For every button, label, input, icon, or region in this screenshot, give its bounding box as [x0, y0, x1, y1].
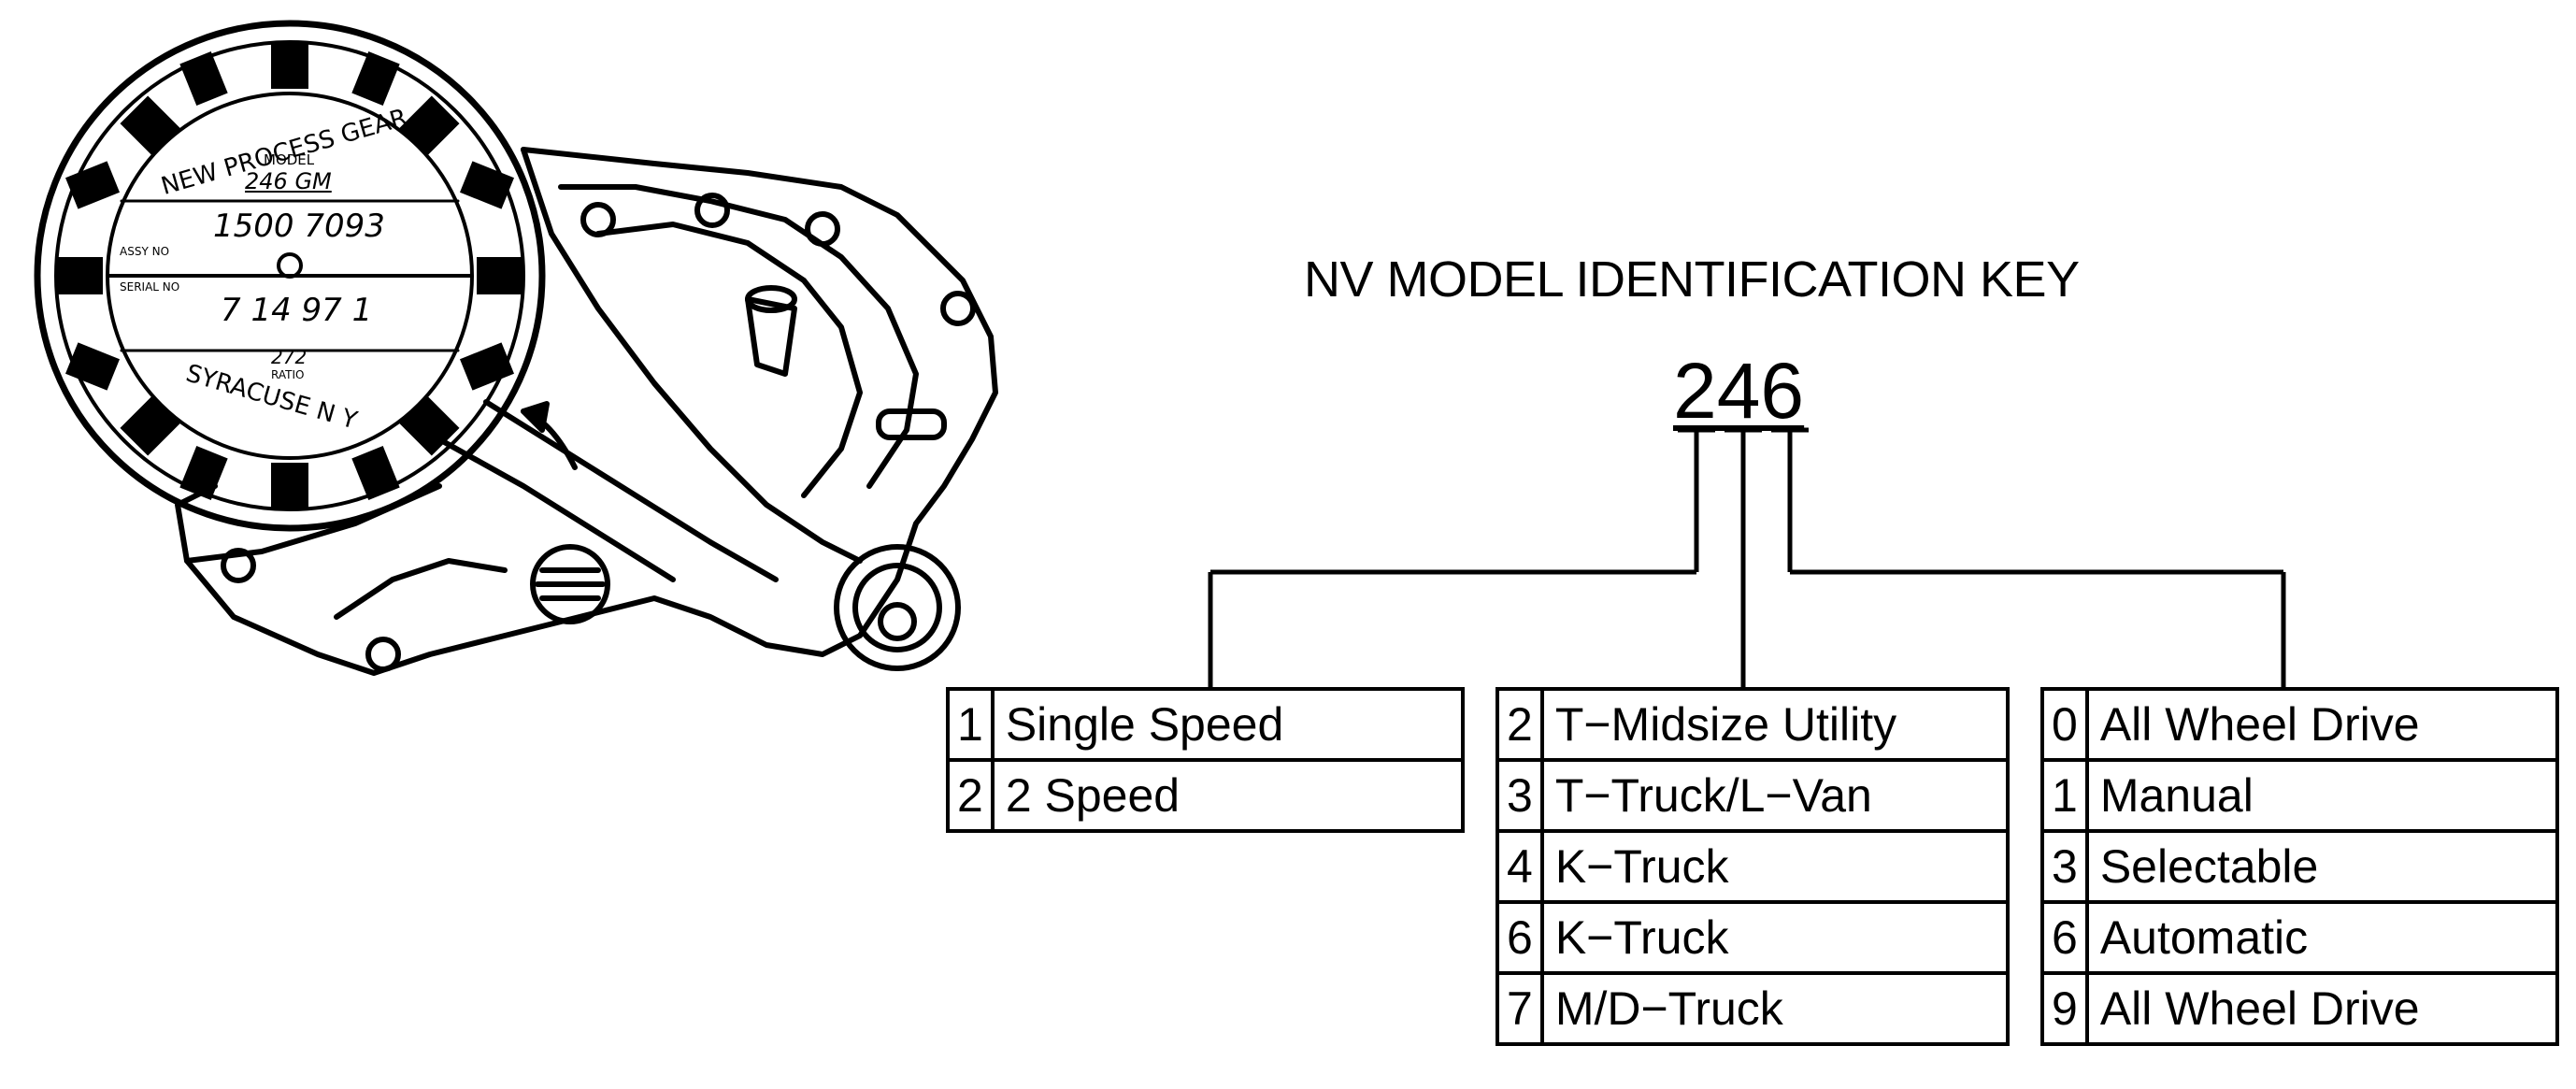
key-connectors	[1208, 427, 2286, 687]
row-label: T−Truck/L−Van	[1539, 758, 2011, 833]
sticker-serial-label: SERIAL NO	[120, 280, 180, 294]
row-label: Manual	[2084, 758, 2560, 833]
row-label: 2 Speed	[990, 758, 1466, 833]
row-code: 2	[946, 758, 995, 833]
row-code: 6	[2040, 900, 2089, 975]
row-label: All Wheel Drive	[2084, 687, 2560, 762]
vehicle-table: 2 T−Midsize Utility 3 T−Truck/L−Van 4 K−…	[1496, 687, 2011, 1046]
row-code: 3	[2040, 829, 2089, 904]
table-row: 3 T−Truck/L−Van	[1496, 758, 2011, 833]
model-number: 246	[1673, 347, 1805, 435]
sticker-ratio-label: RATIO	[271, 368, 305, 381]
row-code: 7	[1496, 971, 1544, 1046]
sticker-model-value: 246 GM	[245, 168, 332, 194]
sticker-serial-number: 7 14 97 1	[221, 292, 373, 329]
table-row: 2 T−Midsize Utility	[1496, 687, 2011, 762]
row-code: 2	[1496, 687, 1544, 762]
row-code: 6	[1496, 900, 1544, 975]
table-row: 4 K−Truck	[1496, 829, 2011, 904]
table-row: 9 All Wheel Drive	[2040, 971, 2560, 1046]
table-row: 6 K−Truck	[1496, 900, 2011, 975]
sticker-model-label: MODEL	[264, 151, 315, 168]
row-label: All Wheel Drive	[2084, 971, 2560, 1046]
drive-type-table: 0 All Wheel Drive 1 Manual 3 Selectable …	[2040, 687, 2560, 1046]
sticker-assembly-number: 1500 7093	[213, 208, 385, 245]
row-code: 0	[2040, 687, 2089, 762]
row-code: 3	[1496, 758, 1544, 833]
row-label: Single Speed	[990, 687, 1466, 762]
row-code: 9	[2040, 971, 2089, 1046]
table-row: 3 Selectable	[2040, 829, 2560, 904]
row-label: Automatic	[2084, 900, 2560, 975]
speed-table: 1 Single Speed 2 2 Speed	[946, 687, 1466, 833]
row-label: Selectable	[2084, 829, 2560, 904]
row-code: 4	[1496, 829, 1544, 904]
row-code: 1	[2040, 758, 2089, 833]
table-row: 1 Single Speed	[946, 687, 1466, 762]
table-row: 0 All Wheel Drive	[2040, 687, 2560, 762]
row-code: 1	[946, 687, 995, 762]
sticker-assembly-label: ASSY NO	[120, 245, 170, 258]
row-label: T−Midsize Utility	[1539, 687, 2011, 762]
sticker-ring-blocks	[56, 42, 523, 509]
row-label: K−Truck	[1539, 829, 2011, 904]
key-title: NV MODEL IDENTIFICATION KEY	[1304, 251, 2080, 308]
table-row: 1 Manual	[2040, 758, 2560, 833]
table-row: 6 Automatic	[2040, 900, 2560, 975]
table-row: 2 2 Speed	[946, 758, 1466, 833]
row-label: M/D−Truck	[1539, 971, 2011, 1046]
table-row: 7 M/D−Truck	[1496, 971, 2011, 1046]
sticker-ratio-value: 272	[271, 346, 308, 368]
row-label: K−Truck	[1539, 900, 2011, 975]
